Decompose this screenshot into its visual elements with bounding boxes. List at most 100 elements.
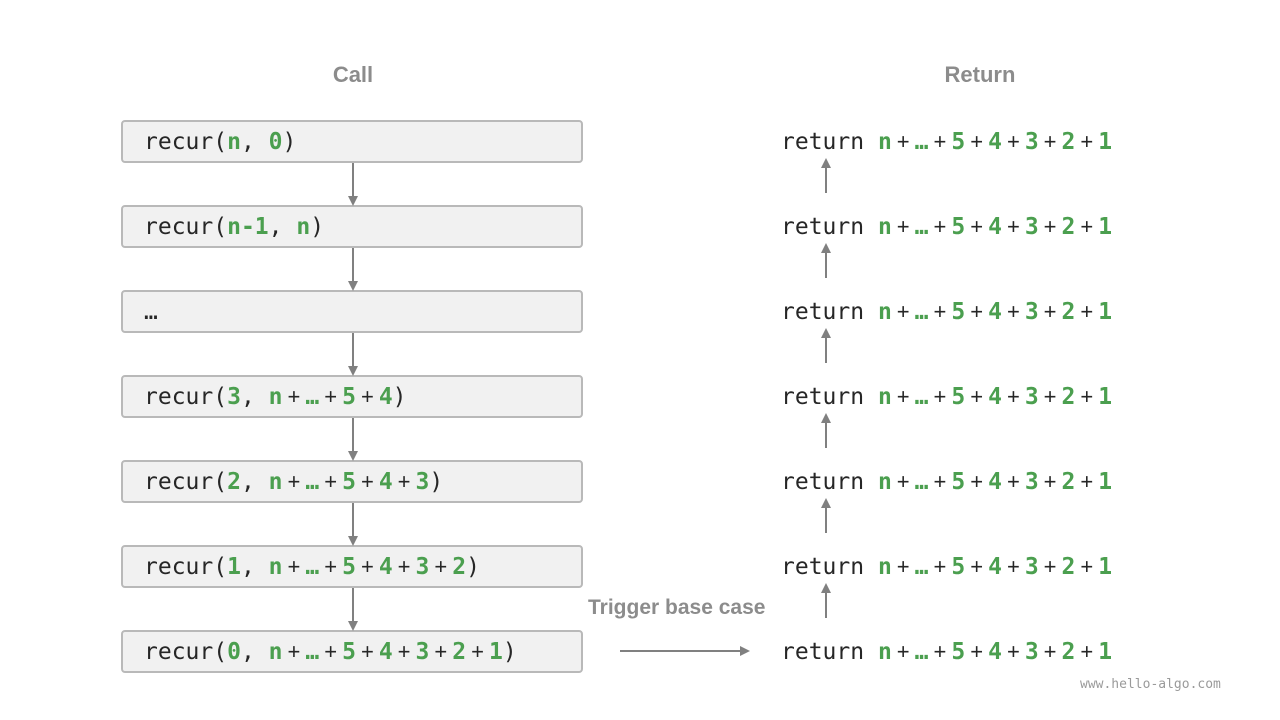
return-row-token: return [781,383,878,410]
return-row-token: 2 [1061,553,1076,580]
return-row-token: + [933,213,947,239]
return-row-token: 1 [1098,383,1113,410]
return-row-token: + [1006,128,1020,154]
call-frame-token: ) [282,128,297,155]
return-row-3: return n+…+5+4+3+2+1 [781,290,1112,333]
return-row-token: return [781,553,878,580]
call-frame-token: 2 [452,553,467,580]
call-frame-token: + [397,468,411,494]
return-row-token: n [877,468,892,495]
return-row-token: + [896,213,910,239]
call-frame-token: 4 [378,638,393,665]
call-frame-token: + [397,553,411,579]
call-frame-token: recur( [144,383,228,410]
return-row-token: + [1006,638,1020,664]
return-row-token: 5 [951,468,966,495]
call-frame-5: recur(2, n+…+5+4+3) [121,460,583,503]
return-row-token: + [933,383,947,409]
call-frame-token: … [305,468,320,495]
return-row-token: 2 [1061,298,1076,325]
return-row-7: return n+…+5+4+3+2+1 [781,630,1112,673]
trigger-base-case-label: Trigger base case [588,596,766,619]
return-row-token: n [877,128,892,155]
call-frame-token: + [287,638,301,664]
return-row-token: + [896,553,910,579]
return-row-token: 2 [1061,638,1076,665]
return-row-token: … [914,213,929,240]
return-row-token: 4 [988,128,1002,155]
call-frame-token: + [471,638,484,664]
call-frame-token: , [240,553,269,580]
call-frame-token: + [434,638,448,664]
return-row-token: 1 [1098,638,1113,665]
call-frame-token: + [324,468,338,494]
return-row-token: + [970,298,984,324]
call-frame-token: 3 [227,383,241,410]
call-frame-token: 5 [342,638,356,665]
return-row-token: 3 [1024,638,1039,665]
call-frame-token: 5 [342,468,356,495]
call-frame-token: 5 [342,553,356,580]
return-row-token: + [933,468,947,494]
call-frame-token: , [240,128,269,155]
call-frame-token: + [360,468,374,494]
call-frame-token: recur( [144,553,228,580]
return-row-token: + [933,298,947,324]
return-row-1: return n+…+5+4+3+2+1 [781,120,1112,163]
return-row-token: n [877,383,892,410]
return-column-title: Return [944,62,1016,87]
call-frame-token: ) [466,553,480,580]
return-row-token: + [933,128,947,154]
return-row-token: 3 [1024,383,1039,410]
call-frame-token: … [144,298,158,325]
return-row-token: 2 [1061,128,1076,155]
return-row-token: 4 [988,298,1002,325]
call-frame-token: 1 [227,553,241,580]
call-frame-token: 4 [378,383,393,410]
watermark: www.hello-algo.com [1080,677,1221,692]
return-row-token: + [1006,213,1020,239]
return-row-token: 2 [1061,383,1076,410]
call-frame-token: 3 [415,638,430,665]
return-row-token: + [1043,553,1057,579]
return-row-token: 5 [951,128,966,155]
call-frame-4: recur(3, n+…+5+4) [121,375,583,418]
return-row-4: return n+…+5+4+3+2+1 [781,375,1112,418]
return-row-token: + [896,383,910,409]
return-row-token: 3 [1024,298,1039,325]
call-frame-token: 0 [227,638,241,665]
return-row-token: + [896,128,910,154]
return-row-token: return [781,468,878,495]
return-row-6: return n+…+5+4+3+2+1 [781,545,1112,588]
return-row-token: + [970,553,984,579]
call-frame-token: n [227,128,241,155]
return-row-token: + [1043,383,1057,409]
return-row-token: + [896,468,910,494]
return-row-token: … [914,468,929,495]
call-frame-token: n [268,468,283,495]
return-row-token: + [970,468,984,494]
return-row-token: + [970,383,984,409]
call-frame-token: + [324,553,338,579]
call-frame-token: n [296,213,311,240]
return-row-token: … [914,638,929,665]
return-row-token: + [1043,128,1057,154]
call-frame-token: … [305,553,320,580]
call-frame-token: … [305,638,320,665]
call-frame-token: 2 [227,468,241,495]
return-row-token: 3 [1024,128,1039,155]
return-row-token: 3 [1024,468,1039,495]
return-row-token: … [914,383,929,410]
return-row-token: + [1006,383,1020,409]
return-row-token: 5 [951,298,966,325]
return-row-token: 5 [951,213,966,240]
return-row-token: n [877,213,892,240]
return-row-token: … [914,553,929,580]
return-row-token: 4 [988,213,1002,240]
call-frame-token: ) [310,213,325,240]
call-frame-3: … [121,290,583,333]
call-frame-token: ) [392,383,407,410]
call-frame-7: recur(0, n+…+5+4+3+2+1) [121,630,583,673]
call-frame-token: recur( [144,213,228,240]
return-row-token: 5 [951,383,966,410]
